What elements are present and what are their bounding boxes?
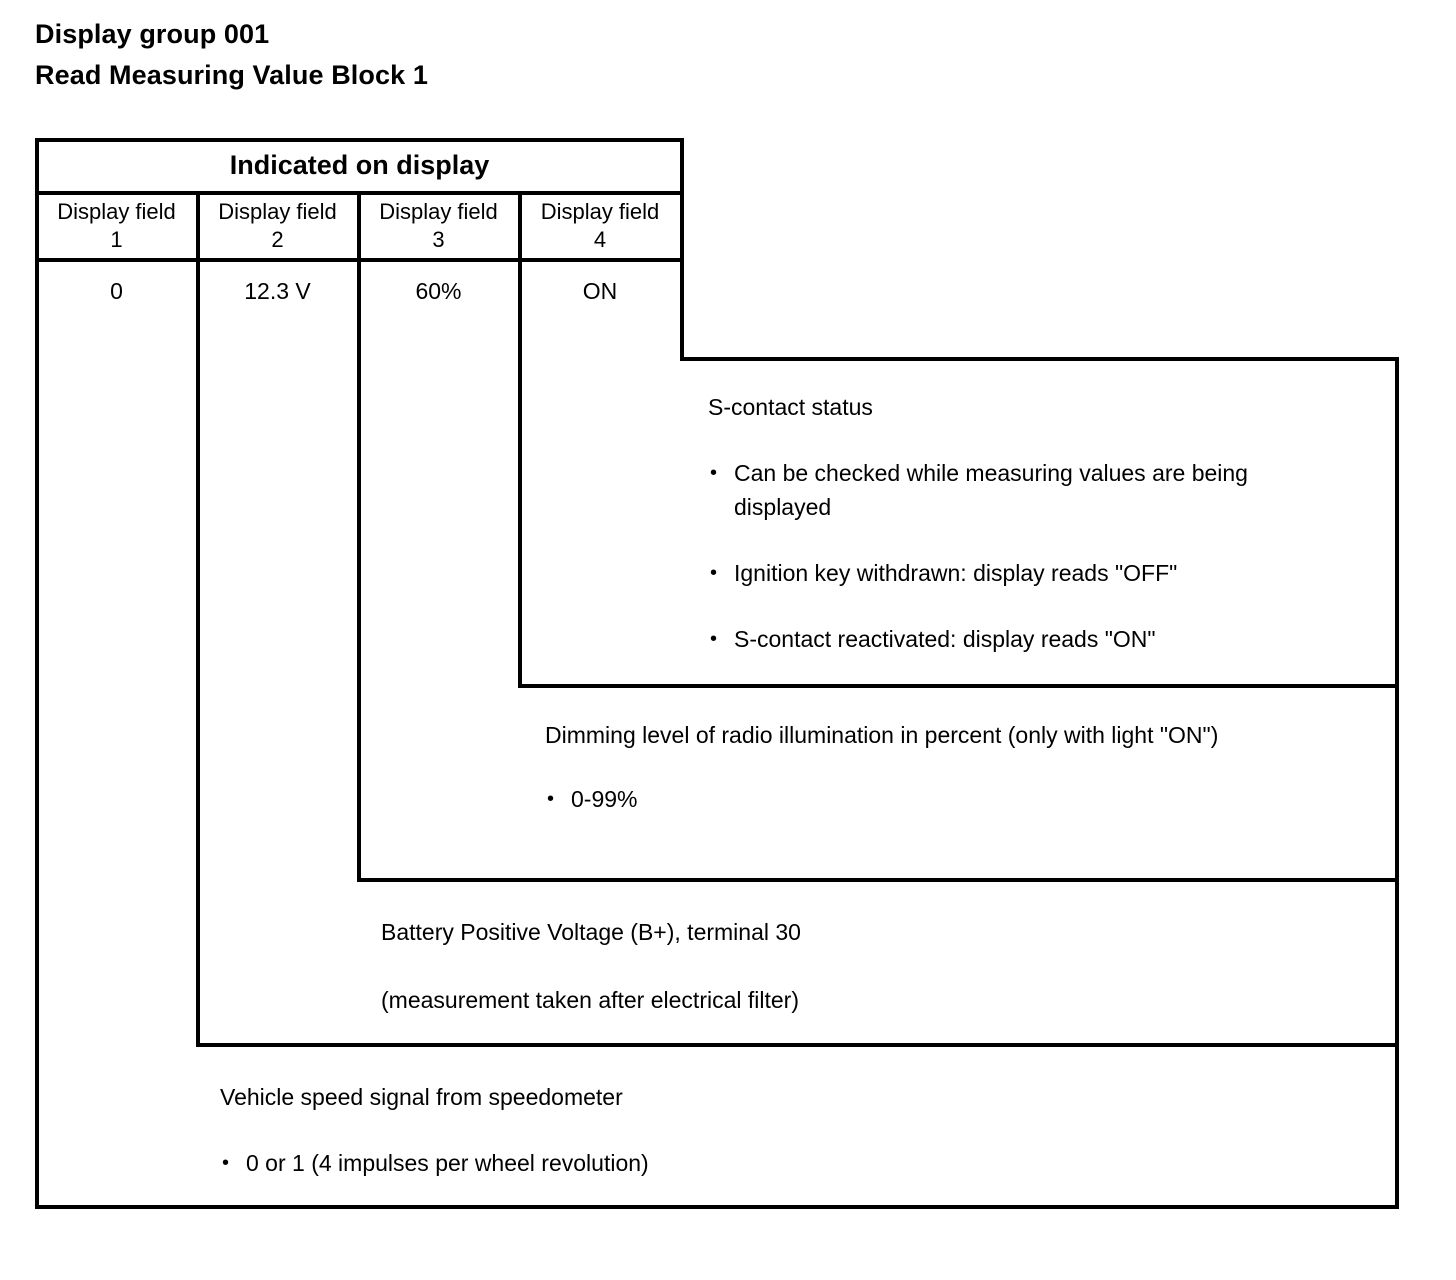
description-bullet-list: 0-99% xyxy=(545,782,1275,816)
header-index: 3 xyxy=(432,227,445,252)
table-header-cell-1: Display field 1 xyxy=(37,198,196,254)
title-line-display-group: Display group 001 xyxy=(35,19,270,49)
outer-left-edge xyxy=(35,138,39,1209)
table-value-cell-3: 60% xyxy=(415,278,462,304)
description-heading: Dimming level of radio illumination in p… xyxy=(545,722,1219,748)
header-label: Display field xyxy=(57,199,176,224)
table-value-cell-2: 12.3 V xyxy=(244,278,311,304)
description-bullet-list: Can be checked while measuring values ar… xyxy=(708,456,1308,656)
table-value-cell-1: 0 xyxy=(110,278,123,304)
description-field-1: Vehicle speed signal from speedometer 0 … xyxy=(220,1080,1120,1180)
description-bullet: S-contact reactivated: display reads "ON… xyxy=(708,622,1308,656)
outer-right-edge xyxy=(1395,357,1399,1209)
field3-box-top-edge xyxy=(518,684,1399,688)
field1-box-top-edge xyxy=(196,1043,1399,1047)
table-top-edge xyxy=(35,138,684,142)
description-bullet: 0 or 1 (4 impulses per wheel revolution) xyxy=(220,1146,1120,1180)
field4-box-top-edge xyxy=(680,357,1399,361)
table-header-cell-4: Display field 4 xyxy=(520,198,680,254)
page-title: Display group 001 Read Measuring Value B… xyxy=(35,14,428,96)
description-field-2: Battery Positive Voltage (B+), terminal … xyxy=(381,915,1281,1017)
header-label: Display field xyxy=(218,199,337,224)
description-field-4: S-contact status Can be checked while me… xyxy=(708,390,1308,656)
description-note: (measurement taken after electrical filt… xyxy=(381,987,799,1013)
description-heading: Vehicle speed signal from speedometer xyxy=(220,1084,623,1110)
table-right-edge xyxy=(680,138,684,361)
table-value-cell-4: ON xyxy=(582,278,618,304)
title-line-block-name: Read Measuring Value Block 1 xyxy=(35,60,428,90)
column-divider-3 xyxy=(518,191,522,688)
header-label: Display field xyxy=(540,199,660,224)
description-bullet: 0-99% xyxy=(545,782,1275,816)
column-divider-2 xyxy=(357,191,361,882)
header-index: 4 xyxy=(593,227,607,252)
description-field-3: Dimming level of radio illumination in p… xyxy=(545,718,1275,816)
description-heading: S-contact status xyxy=(708,394,873,420)
header-index: 2 xyxy=(271,227,284,252)
table-header-cell-3: Display field 3 xyxy=(359,198,518,254)
description-bullet-list: 0 or 1 (4 impulses per wheel revolution) xyxy=(220,1146,1120,1180)
field2-box-top-edge xyxy=(357,878,1399,882)
description-heading: Battery Positive Voltage (B+), terminal … xyxy=(381,919,801,945)
description-bullet: Can be checked while measuring values ar… xyxy=(708,456,1308,524)
header-index: 1 xyxy=(110,227,123,252)
table-caption: Indicated on display xyxy=(229,150,490,180)
header-label: Display field xyxy=(379,199,498,224)
column-divider-1 xyxy=(196,191,200,1047)
outer-bottom-edge xyxy=(35,1205,1399,1209)
table-header-cell-2: Display field 2 xyxy=(198,198,357,254)
description-bullet: Ignition key withdrawn: display reads "O… xyxy=(708,556,1308,590)
